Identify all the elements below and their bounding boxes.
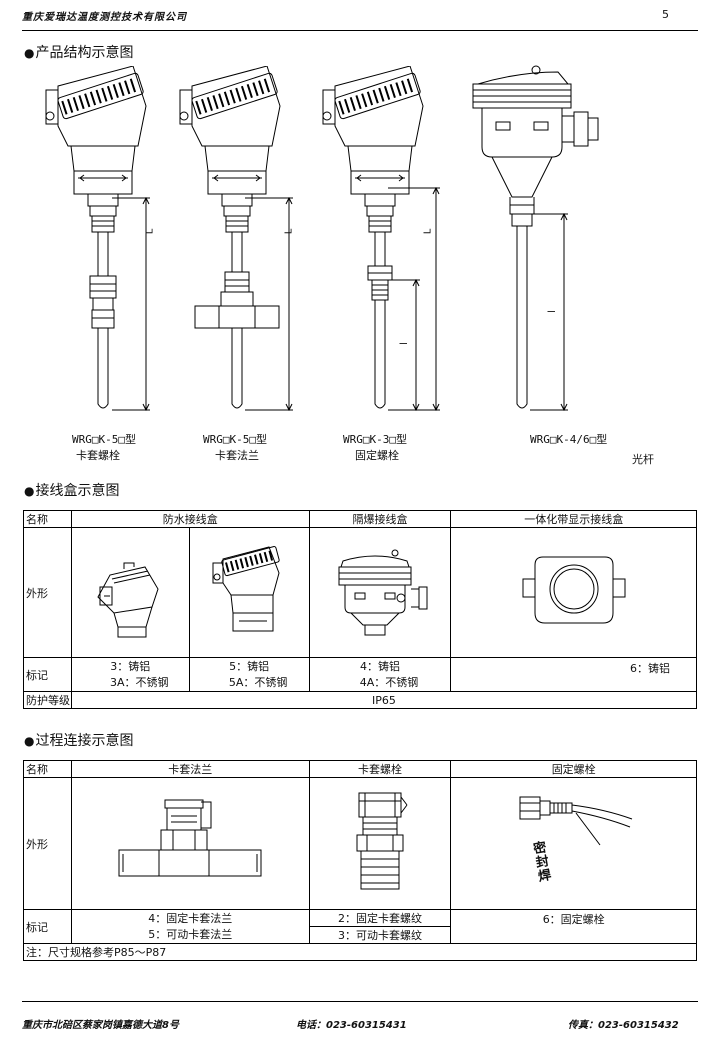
bullet-icon: ● xyxy=(24,46,35,60)
mark-bolt-movable: 3：可动卡套螺纹 xyxy=(308,926,452,944)
thermocouple-drawing-fixed-bolt xyxy=(322,66,440,412)
box-image-3 xyxy=(70,527,190,658)
mark-3: 3：铸铝 3A：不锈钢 xyxy=(70,657,190,692)
row-label-shape: 外形 xyxy=(23,527,72,658)
flange-image xyxy=(70,777,310,910)
mark-6: 6：铸铝 xyxy=(450,657,697,692)
page-number: 5 xyxy=(662,8,669,21)
footer-address: 重庆市北碚区蔡家岗镇嘉德大道8号 xyxy=(22,1020,179,1031)
row-label-shape: 外形 xyxy=(23,777,72,910)
row-label-mark: 标记 xyxy=(23,909,72,944)
box-image-6 xyxy=(450,527,697,658)
row-label-protection: 防护等级 xyxy=(23,691,72,709)
bullet-icon: ● xyxy=(24,484,35,498)
length-label-L: L xyxy=(283,228,295,235)
header-display: 一体化带显示接线盒 xyxy=(450,510,697,528)
caption-item-1: WRG□K-5□型 卡套螺栓 xyxy=(72,433,136,462)
caption-item-4-model: WRG□K-4/6□型 xyxy=(530,433,608,446)
junction-box-table: 名称 防水接线盒 隔爆接线盒 一体化带显示接线盒 外形 xyxy=(23,510,698,709)
company-name: 重庆爱瑞达温度测控技术有限公司 xyxy=(22,12,187,23)
box-image-5 xyxy=(188,527,310,658)
header-name: 名称 xyxy=(23,760,72,778)
header-waterproof: 防水接线盒 xyxy=(70,510,310,528)
footer-divider xyxy=(22,1001,698,1002)
caption-item-4-desc: 光杆 xyxy=(632,453,654,466)
thermocouple-drawing-compression-flange xyxy=(179,66,293,412)
section-title-structure: ●产品结构示意图 xyxy=(24,45,134,61)
length-label-l: l xyxy=(546,310,558,313)
process-connection-table: 名称 卡套法兰 卡套螺栓 固定螺栓 外形 xyxy=(23,760,697,961)
section-title-process-connection: ●过程连接示意图 xyxy=(24,733,134,749)
header-divider xyxy=(22,30,698,31)
footer-fax: 传真：023-60315432 xyxy=(568,1020,679,1031)
length-label-L: L xyxy=(144,228,156,235)
mark-fixed-bolt: 6：固定螺栓 xyxy=(450,909,697,944)
length-label-l: l xyxy=(398,342,410,345)
header-compression-flange: 卡套法兰 xyxy=(70,760,310,778)
section-title-junction-box: ●接线盒示意图 xyxy=(24,483,120,499)
mark-flange: 4：固定卡套法兰 5：可动卡套法兰 xyxy=(70,909,310,944)
mark-5: 5：铸铝 5A：不锈钢 xyxy=(188,657,310,692)
mark-bolt-fixed: 2：固定卡套螺纹 xyxy=(308,909,452,927)
row-label-mark: 标记 xyxy=(23,657,72,692)
protection-grade: IP65 xyxy=(70,691,698,709)
header-name: 名称 xyxy=(23,510,72,528)
header-explosion-proof: 隔爆接线盒 xyxy=(308,510,452,528)
fixed-bolt-image xyxy=(450,777,697,910)
length-label-L: L xyxy=(422,228,434,235)
box-image-4 xyxy=(308,527,452,658)
spec-note: 注：尺寸规格参考P85～P87 xyxy=(23,943,697,961)
bullet-icon: ● xyxy=(24,734,35,748)
thermocouple-drawing-compression-bolt xyxy=(45,66,150,412)
footer-phone: 电话：023-60315431 xyxy=(296,1020,407,1031)
header-fixed-bolt: 固定螺栓 xyxy=(450,760,697,778)
compression-bolt-image xyxy=(308,777,452,910)
mark-4: 4：铸铝 4A：不锈钢 xyxy=(308,657,452,692)
caption-item-3: WRG□K-3□型 固定螺栓 xyxy=(343,433,407,462)
caption-item-2: WRG□K-5□型 卡套法兰 xyxy=(203,433,267,462)
thermocouple-drawing-plain-rod xyxy=(472,65,599,412)
header-compression-bolt: 卡套螺栓 xyxy=(308,760,452,778)
